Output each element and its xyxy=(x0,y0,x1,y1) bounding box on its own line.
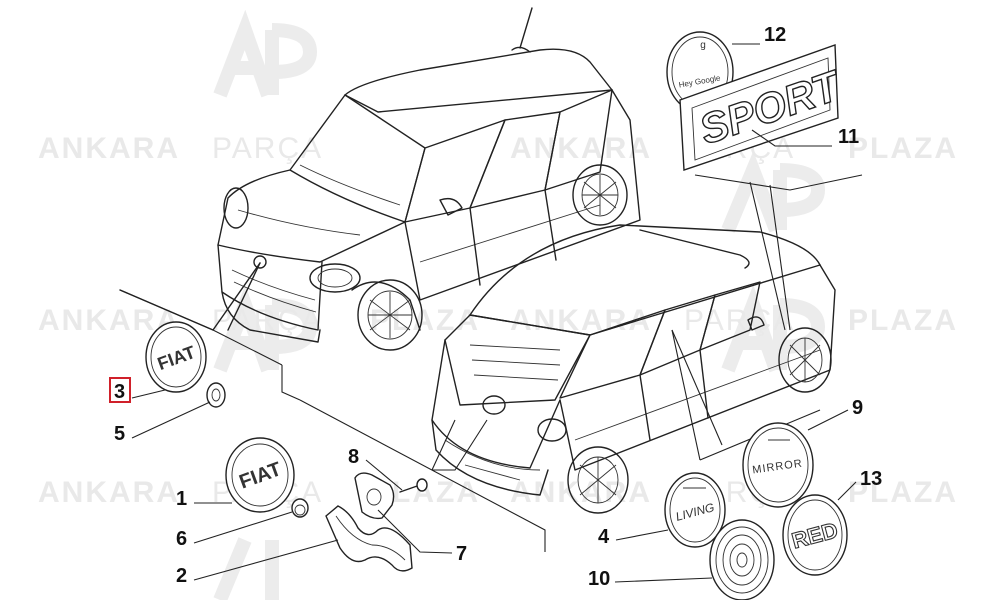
callout-label: 11 xyxy=(838,126,859,148)
watermark-text: ANKARA xyxy=(510,304,652,337)
callout-7[interactable]: 7 xyxy=(377,509,467,565)
watermark-text: ANKARA xyxy=(38,132,180,165)
watermark-text: ANKARA xyxy=(510,476,652,509)
car-front-view xyxy=(119,7,641,351)
callout-label: 6 xyxy=(176,528,187,550)
callout-3[interactable]: 3 xyxy=(109,377,166,403)
callout-label: 10 xyxy=(588,568,610,590)
callout-6[interactable]: 6 xyxy=(176,511,293,550)
callout-label: 5 xyxy=(114,423,125,445)
callout-2[interactable]: 2 xyxy=(176,539,339,587)
callout-4[interactable]: 4 xyxy=(598,526,669,548)
callout-label: 1 xyxy=(176,488,187,510)
watermark-text: ANKARA xyxy=(510,132,652,165)
part-7-plate[interactable] xyxy=(354,472,395,520)
watermark-text: PLAZA xyxy=(848,132,958,165)
watermark-text: PLAZA xyxy=(848,476,958,509)
callout-label: 12 xyxy=(764,24,786,46)
callout-label: 8 xyxy=(348,446,359,468)
callout-label: 2 xyxy=(176,565,187,587)
callout-label: 7 xyxy=(456,543,467,565)
callout-8[interactable]: 8 xyxy=(348,446,403,491)
callout-10[interactable]: 10 xyxy=(588,568,713,590)
callout-12[interactable]: 12 xyxy=(732,24,786,46)
part-6-grommet[interactable] xyxy=(291,498,309,518)
watermark-text: PLAZA xyxy=(370,304,480,337)
callout-13[interactable]: 13 xyxy=(837,468,882,501)
highlight-box xyxy=(109,377,131,403)
google-mark-icon: g xyxy=(700,40,706,51)
callout-label: 13 xyxy=(860,468,882,490)
part-9-mirror-badge[interactable]: MIRROR xyxy=(742,422,814,508)
callout-label: 9 xyxy=(852,397,863,419)
part-2-bracket[interactable] xyxy=(325,505,413,572)
part-1-rear-badge[interactable]: FIAT xyxy=(225,437,295,513)
watermark-text: PARÇA xyxy=(212,304,323,337)
part-13-red-badge[interactable]: RED xyxy=(782,494,848,576)
watermark-text: PARÇA xyxy=(212,132,323,165)
part-4-living-badge[interactable]: LIVING xyxy=(664,472,726,548)
callout-1[interactable]: 1 xyxy=(176,488,232,510)
leader-lines xyxy=(119,174,863,552)
callout-9[interactable]: 9 xyxy=(807,397,863,431)
callout-11[interactable]: 11 xyxy=(751,126,859,148)
callout-label: 3 xyxy=(114,381,125,403)
part-5-clip[interactable] xyxy=(206,382,226,408)
watermark-text: PARÇA xyxy=(684,304,795,337)
part-10-textured-badge[interactable] xyxy=(709,519,775,600)
part-3-front-badge[interactable]: FIAT xyxy=(145,321,207,393)
callout-label: 4 xyxy=(598,526,610,548)
car-rear-view xyxy=(431,224,836,514)
watermark-text: PLAZA xyxy=(848,304,958,337)
callout-5[interactable]: 5 xyxy=(114,401,211,445)
watermark-text: ANKARA xyxy=(38,476,180,509)
part-8-screw[interactable] xyxy=(399,478,428,493)
